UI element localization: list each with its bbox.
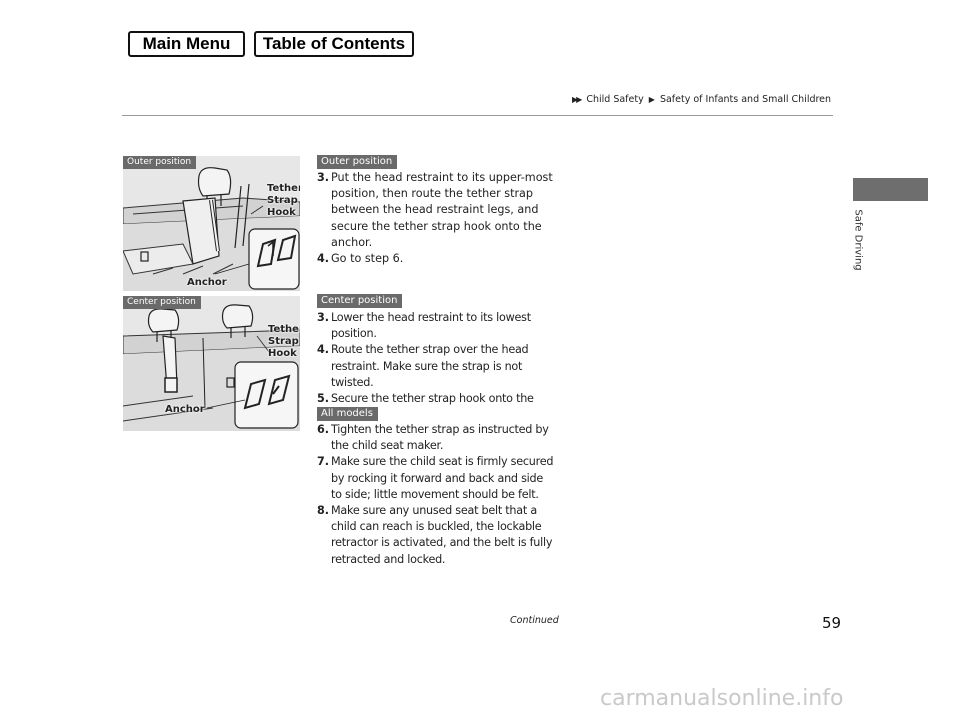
breadcrumb-arrow-icon: ▶▶: [572, 95, 582, 104]
outer-steps-list: 3.Put the head restraint to its upper-mo…: [317, 170, 557, 267]
breadcrumb-level-1[interactable]: Child Safety: [586, 94, 644, 105]
breadcrumb: ▶▶ Child Safety ▶ Safety of Infants and …: [572, 94, 831, 105]
figure-tag-outer: Outer position: [123, 156, 197, 169]
center-position-illustration: Center position Tether Strap Hook Anchor: [123, 296, 300, 431]
center-seat-drawing: [123, 296, 300, 431]
all-models-steps-list: 6.Tighten the tether strap as instructed…: [317, 422, 557, 568]
list-item: 3.Put the head restraint to its upper-mo…: [317, 171, 553, 249]
outer-seat-drawing: [123, 156, 300, 291]
section-tag-outer: Outer position: [317, 155, 398, 169]
list-item: 3.Lower the head restraint to its lowest…: [317, 311, 531, 341]
continued-label: Continued: [510, 615, 559, 626]
tether-strap-hook-label-outer: Tether Strap Hook: [267, 183, 300, 218]
list-item: 8.Make sure any unused seat belt that a …: [317, 504, 553, 566]
outer-position-illustration: Outer position Tether Strap Hook: [123, 156, 300, 291]
anchor-label-center: Anchor: [165, 404, 205, 415]
breadcrumb-level-2[interactable]: Safety of Infants and Small Children: [659, 94, 832, 105]
main-menu-button[interactable]: Main Menu: [128, 31, 245, 57]
list-item: 4.Route the tether strap over the head r…: [317, 343, 529, 389]
list-item: 7.Make sure the child seat is firmly sec…: [317, 455, 554, 501]
tether-strap-hook-label-center: Tether Strap Hook: [268, 324, 300, 359]
header-rule: [122, 115, 833, 116]
breadcrumb-separator-icon: ▶: [648, 95, 655, 104]
section-tab-label: Safe Driving: [852, 209, 864, 271]
figure-tag-center: Center position: [123, 296, 201, 309]
table-of-contents-button[interactable]: Table of Contents: [254, 31, 414, 57]
section-tag-center: Center position: [317, 294, 403, 308]
watermark: carmanualsonline.info: [600, 686, 844, 711]
page-number: 59: [822, 614, 842, 632]
section-tab[interactable]: [853, 178, 928, 201]
list-item: 6.Tighten the tether strap as instructed…: [317, 423, 549, 453]
section-tag-all-models: All models: [317, 407, 378, 421]
anchor-label-outer: Anchor: [187, 277, 227, 288]
list-item: 4.Go to step 6.: [317, 252, 404, 266]
